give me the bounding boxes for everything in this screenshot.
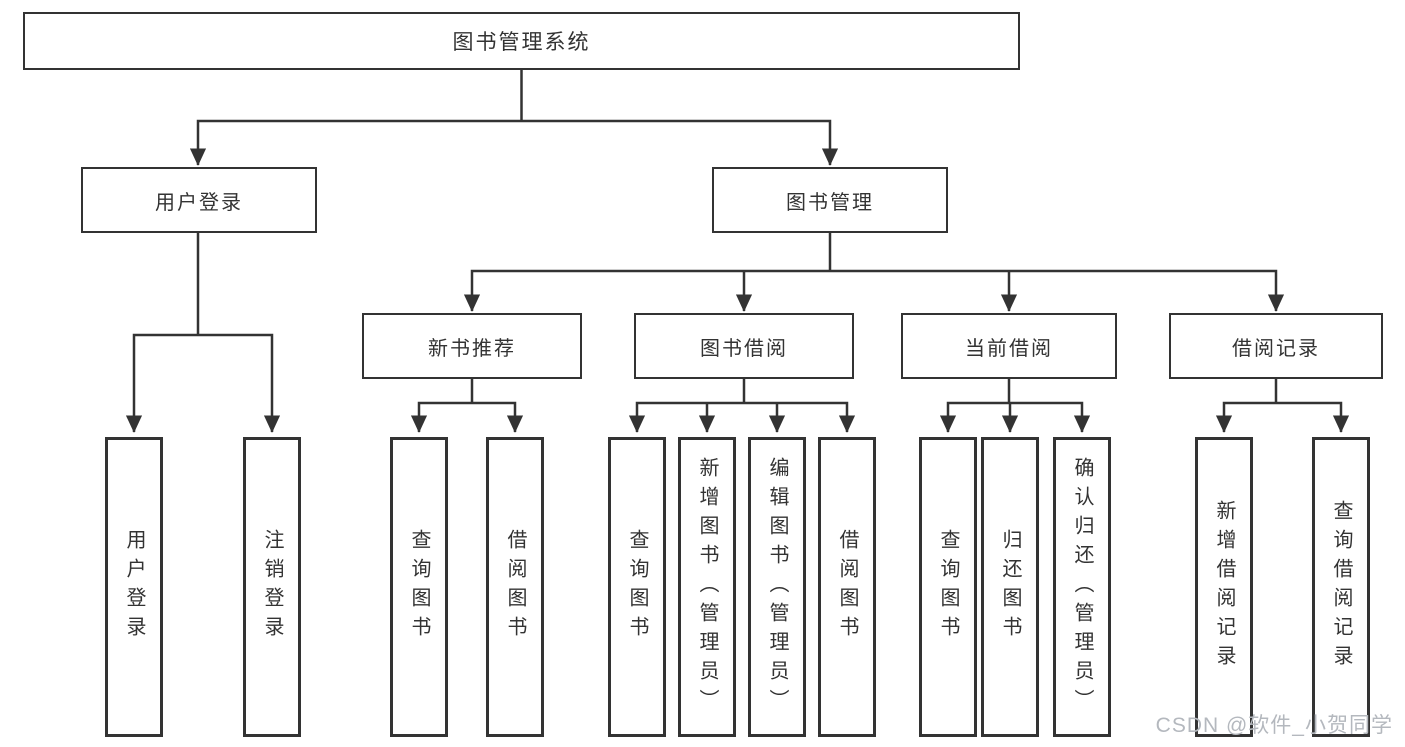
leaf-borrow-books: 借阅图书: [818, 437, 876, 737]
connector-current-borrow-fork: [939, 401, 1091, 433]
leaf-query-books-current: 查询图书: [919, 437, 977, 737]
watermark: CSDN @软件_小贺同学: [1155, 714, 1393, 737]
leaf-return-books: 归还图书: [981, 437, 1039, 737]
node-borrow-records: 借阅记录: [1169, 313, 1383, 379]
connector-user-login-fork: [125, 333, 281, 433]
connector-book-mgmt-fork: [463, 269, 1285, 312]
node-book-management: 图书管理: [712, 167, 948, 233]
leaf-query-books-borrow: 查询图书: [608, 437, 666, 737]
connector-new-book-fork: [410, 401, 524, 433]
leaf-edit-books-admin: 编辑图书（管理员）: [748, 437, 806, 737]
connector-root-fork: [189, 119, 839, 166]
leaf-query-borrow-record: 查询借阅记录: [1312, 437, 1370, 737]
leaf-user-login: 用户登录: [105, 437, 163, 737]
leaf-borrow-books-recommend: 借阅图书: [486, 437, 544, 737]
node-new-book-recommend: 新书推荐: [362, 313, 582, 379]
node-library-management-system: 图书管理系统: [23, 12, 1020, 70]
connector-book-borrow-fork: [628, 401, 856, 433]
node-book-borrow: 图书借阅: [634, 313, 854, 379]
leaf-add-books-admin: 新增图书（管理员）: [678, 437, 736, 737]
node-current-borrow: 当前借阅: [901, 313, 1117, 379]
leaf-query-books-recommend: 查询图书: [390, 437, 448, 737]
node-user-login: 用户登录: [81, 167, 317, 233]
leaf-confirm-return-admin: 确认归还（管理员）: [1053, 437, 1111, 737]
connector-borrow-records-fork: [1215, 401, 1350, 433]
leaf-logout: 注销登录: [243, 437, 301, 737]
leaf-add-borrow-record: 新增借阅记录: [1195, 437, 1253, 737]
